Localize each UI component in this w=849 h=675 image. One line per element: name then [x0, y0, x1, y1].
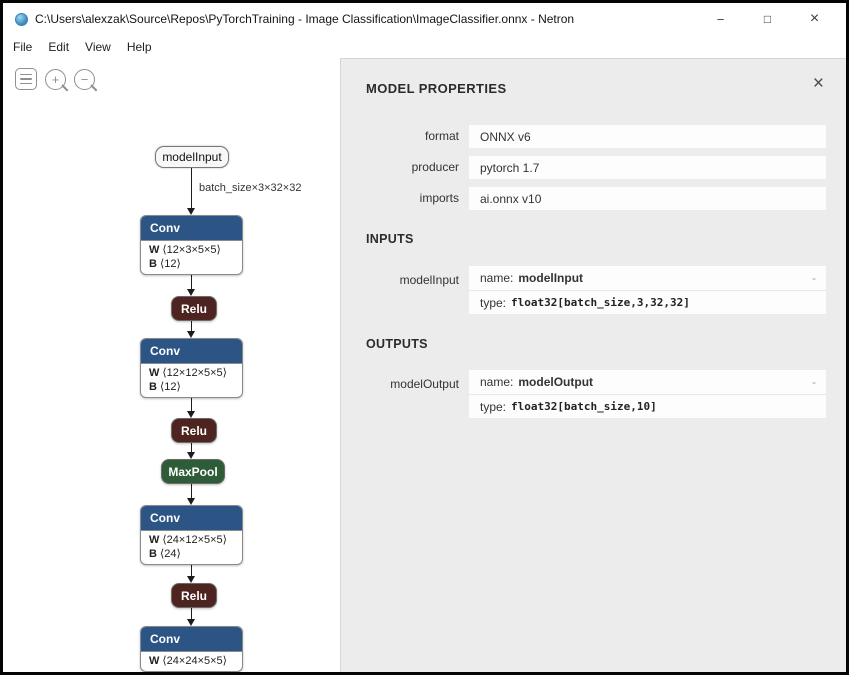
title-bar: C:\Users\alexzak\Source\Repos\PyTorchTra…	[3, 3, 846, 35]
node-conv-3[interactable]: Conv W⟨24×12×5×5⟩ B⟨24⟩	[140, 505, 243, 565]
zoom-out-glyph: −	[80, 71, 89, 87]
node-attrs: W⟨24×12×5×5⟩ B⟨24⟩	[141, 530, 242, 564]
model-input-label: modelInput	[399, 273, 459, 287]
zoom-in-glyph: +	[51, 71, 60, 87]
graph-canvas[interactable]: + − batch_size×3×32×32	[3, 58, 340, 672]
output-name: modelOutput	[518, 375, 594, 389]
edge-arrowhead	[187, 289, 195, 296]
edge-line	[191, 608, 192, 620]
edge-line	[191, 443, 192, 453]
menu-file[interactable]: File	[13, 39, 33, 54]
node-header: Conv	[141, 627, 242, 651]
node-maxpool[interactable]: MaxPool	[161, 459, 225, 484]
menu-bar: File Edit View Help	[3, 35, 846, 58]
input-name-row: name: modelInput -	[469, 266, 826, 290]
minimize-button[interactable]: −	[716, 11, 725, 27]
menu-edit[interactable]: Edit	[48, 39, 70, 54]
edge-line	[191, 394, 192, 412]
window-title: C:\Users\alexzak\Source\Repos\PyTorchTra…	[35, 12, 575, 26]
edge-arrowhead	[187, 576, 195, 583]
node-header: Conv	[141, 216, 242, 240]
content-area: + − batch_size×3×32×32	[3, 58, 846, 672]
node-attrs: W⟨12×3×5×5⟩ B⟨12⟩	[141, 240, 242, 274]
inputs-heading: INPUTS	[366, 232, 414, 246]
zoom-in-icon[interactable]: +	[45, 68, 69, 92]
node-relu-2[interactable]: Relu	[171, 418, 217, 443]
node-attrs: W⟨12×12×5×5⟩ B⟨12⟩	[141, 363, 242, 397]
model-properties-panel: MODEL PROPERTIES × format ONNX v6 produc…	[340, 58, 846, 672]
edge-arrowhead	[187, 331, 195, 338]
netron-app-icon	[15, 12, 28, 26]
type-key: type:	[480, 295, 507, 310]
edge-line	[191, 321, 192, 332]
panel-close-icon[interactable]: ×	[812, 73, 824, 94]
node-attrs: W⟨24×24×5×5⟩	[141, 651, 242, 671]
edge-arrowhead	[187, 619, 195, 626]
node-conv-1[interactable]: Conv W⟨12×3×5×5⟩ B⟨12⟩	[140, 215, 243, 275]
zoom-out-icon[interactable]: −	[74, 68, 98, 92]
node-conv-2[interactable]: Conv W⟨12×12×5×5⟩ B⟨12⟩	[140, 338, 243, 398]
node-model-input[interactable]: modelInput	[155, 146, 229, 168]
collapse-toggle-icon[interactable]: -	[812, 375, 816, 389]
input-name: modelInput	[518, 271, 584, 285]
node-header: Conv	[141, 339, 242, 363]
node-relu-1[interactable]: Relu	[171, 296, 217, 321]
collapse-toggle-icon[interactable]: -	[812, 271, 816, 285]
edge-line	[191, 561, 192, 577]
edge-arrowhead	[187, 411, 195, 418]
edge-shape-label: batch_size×3×32×32	[199, 182, 302, 194]
input-type-row: type: float32[batch_size,3,32,32]	[469, 290, 826, 314]
maximize-button[interactable]: □	[763, 12, 772, 26]
type-key: type:	[480, 399, 507, 414]
edge-line	[191, 168, 192, 208]
imports-label: imports	[419, 191, 459, 205]
name-key: name:	[480, 375, 514, 389]
name-key: name:	[480, 271, 514, 285]
model-input-card: name: modelInput - type: float32[batch_s…	[469, 266, 826, 314]
producer-value: pytorch 1.7	[469, 156, 826, 179]
panel-title: MODEL PROPERTIES	[366, 81, 507, 96]
menu-help[interactable]: Help	[126, 39, 152, 54]
format-value: ONNX v6	[469, 125, 826, 148]
producer-label: producer	[411, 160, 459, 174]
imports-value: ai.onnx v10	[469, 187, 826, 210]
output-name-row: name: modelOutput -	[469, 370, 826, 394]
node-header: Conv	[141, 506, 242, 530]
output-type: float32[batch_size,10]	[511, 400, 657, 413]
menu-view[interactable]: View	[85, 39, 111, 54]
graph-toolbar: + −	[15, 68, 98, 92]
format-label: format	[424, 129, 459, 143]
outputs-heading: OUTPUTS	[366, 337, 428, 351]
close-button[interactable]: ×	[809, 10, 820, 27]
sidebar-menu-icon[interactable]	[15, 68, 37, 90]
edge-line	[191, 484, 192, 499]
input-type: float32[batch_size,3,32,32]	[511, 296, 690, 309]
model-output-label: modelOutput	[390, 377, 459, 391]
edge-arrowhead	[187, 208, 195, 215]
node-conv-4[interactable]: Conv W⟨24×24×5×5⟩	[140, 626, 243, 672]
node-relu-3[interactable]: Relu	[171, 583, 217, 608]
model-output-card: name: modelOutput - type: float32[batch_…	[469, 370, 826, 418]
output-type-row: type: float32[batch_size,10]	[469, 394, 826, 418]
edge-arrowhead	[187, 498, 195, 505]
window-controls: − □ ×	[697, 3, 838, 35]
edge-arrowhead	[187, 452, 195, 459]
edge-line	[191, 271, 192, 290]
